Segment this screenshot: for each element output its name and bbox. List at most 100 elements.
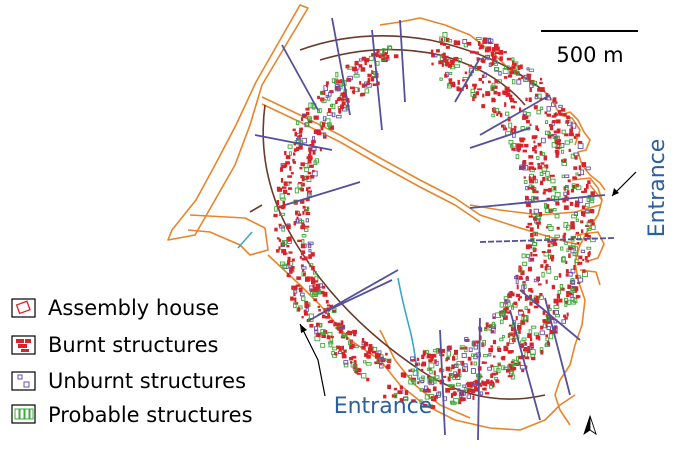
burnt-structure-marker (515, 71, 520, 76)
burnt-structure-marker (386, 54, 390, 59)
legend-label-unburnt-structures: Unburnt structures (48, 369, 246, 393)
burnt-structure-marker (443, 52, 446, 57)
unburnt-structure-marker (309, 285, 314, 292)
burnt-structure-marker (567, 190, 570, 195)
burnt-structure-marker (311, 280, 316, 285)
road-ne3 (469, 127, 531, 149)
burnt-structure-marker (340, 325, 345, 330)
unburnt-structure-marker (462, 384, 467, 388)
burnt-structure-marker (288, 187, 293, 190)
burnt-structure-marker (454, 56, 459, 60)
burnt-structure-marker (549, 125, 554, 131)
burnt-structure-marker (351, 355, 357, 359)
burnt-structure-marker (527, 266, 532, 272)
burnt-structure-marker (555, 152, 559, 158)
burnt-structure-marker (449, 81, 452, 85)
burnt-structure-marker (510, 361, 514, 364)
burnt-structure-marker (546, 113, 551, 117)
burnt-structure-marker (530, 252, 533, 257)
burnt-structure-marker (456, 373, 460, 377)
burnt-structure-marker (310, 277, 315, 281)
burnt-structure-marker (330, 335, 334, 339)
unburnt-structure-marker (577, 143, 584, 149)
burnt-structure-marker (278, 205, 282, 209)
burnt-structure-marker (411, 377, 416, 381)
burnt-structure-marker (499, 56, 503, 61)
burnt-structure-marker (367, 347, 373, 352)
burnt-structure-marker (299, 134, 303, 137)
burnt-structure-marker (562, 234, 566, 239)
burnt-structure-marker (545, 314, 549, 318)
probable-structure-marker (501, 365, 506, 371)
burnt-structure-marker (311, 265, 315, 271)
probable-structure-marker (363, 360, 367, 364)
burnt-structure-marker (445, 55, 449, 58)
burnt-structure-marker (591, 222, 595, 225)
burnt-structure-marker (569, 201, 574, 206)
probable-structure-marker (328, 341, 333, 348)
unburnt-structure-marker (563, 174, 570, 178)
probable-structure-marker (534, 179, 538, 184)
unburnt-structure-marker (584, 209, 590, 214)
burnt-structure-marker (285, 155, 291, 160)
road-w1 (254, 134, 333, 151)
burnt-structure-marker (490, 373, 494, 378)
burnt-structure-marker (308, 150, 312, 155)
burnt-structure-marker (499, 112, 503, 118)
burnt-structure-marker (526, 319, 529, 323)
burnt-structure-marker (590, 191, 595, 196)
probable-structure-marker (412, 370, 419, 376)
unburnt-structure-marker (308, 249, 312, 253)
burnt-structure-marker (577, 140, 583, 144)
burnt-structure-marker (492, 339, 497, 345)
burnt-structure-marker (565, 273, 569, 277)
burnt-structure-marker (484, 383, 488, 387)
probable-structure-marker (571, 214, 577, 219)
probable-structure-marker (278, 212, 285, 216)
probable-structure-marker (518, 267, 523, 273)
unburnt-structure-marker (488, 38, 494, 45)
burnt-structure-marker (293, 148, 297, 152)
burnt-structure-marker (326, 335, 331, 340)
burnt-structure-marker (527, 75, 531, 80)
burnt-structure-marker (466, 42, 472, 46)
burnt-structure-marker (535, 93, 538, 97)
unburnt-structure-marker (336, 114, 342, 119)
burnt-structure-marker (589, 219, 594, 222)
burnt-structure-marker (360, 92, 366, 96)
burnt-structure-marker (551, 115, 556, 118)
probable-structure-marker (471, 353, 476, 357)
probable-structure-marker (424, 394, 430, 400)
burnt-structure-marker (533, 145, 537, 149)
probable-structure-marker (455, 382, 461, 387)
probable-structure-marker (508, 332, 514, 337)
burnt-structure-marker (376, 50, 379, 54)
probable-structure-marker (312, 104, 316, 110)
road-s2 (477, 317, 481, 441)
unburnt-structure-marker (580, 169, 585, 176)
burnt-structure-marker (478, 77, 482, 81)
burnt-structure-marker (563, 314, 566, 318)
burnt-structure-marker (293, 285, 298, 290)
burnt-structure-marker (304, 300, 309, 304)
burnt-structure-marker (584, 188, 588, 193)
probable-structure-marker (432, 349, 438, 353)
burnt-structure-marker (582, 258, 585, 261)
probable-structure-marker (541, 271, 545, 278)
unburnt-structure-marker (479, 391, 484, 396)
burnt-structure-marker (548, 188, 552, 193)
burnt-structure-marker (491, 86, 495, 91)
probable-structure-marker (548, 225, 554, 231)
burnt-structure-marker (307, 206, 310, 209)
burnt-structure-marker (341, 345, 344, 350)
burnt-structure-marker (503, 51, 507, 54)
burnt-structure-marker (450, 63, 455, 66)
burnt-structure-marker (518, 296, 522, 299)
probable-structure-marker (448, 39, 453, 43)
burnt-structure-marker (525, 244, 530, 250)
burnt-structure-marker (504, 102, 507, 107)
unburnt-structure-marker (435, 360, 439, 366)
probable-structure-marker (456, 361, 462, 366)
burnt-structure-marker (300, 175, 305, 179)
probable-structure-marker (577, 235, 582, 241)
